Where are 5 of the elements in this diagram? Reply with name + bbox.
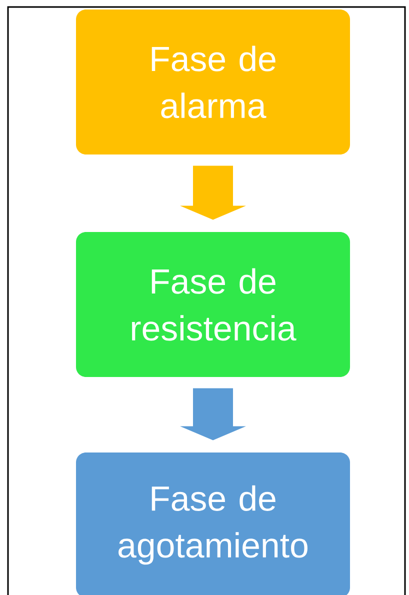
block-arrow	[180, 388, 246, 440]
block-arrow	[180, 166, 246, 220]
process-box: Fase de agotamiento	[76, 452, 350, 595]
process-box: Fase de resistencia	[76, 232, 350, 377]
process-box: Fase de alarma	[76, 10, 350, 154]
